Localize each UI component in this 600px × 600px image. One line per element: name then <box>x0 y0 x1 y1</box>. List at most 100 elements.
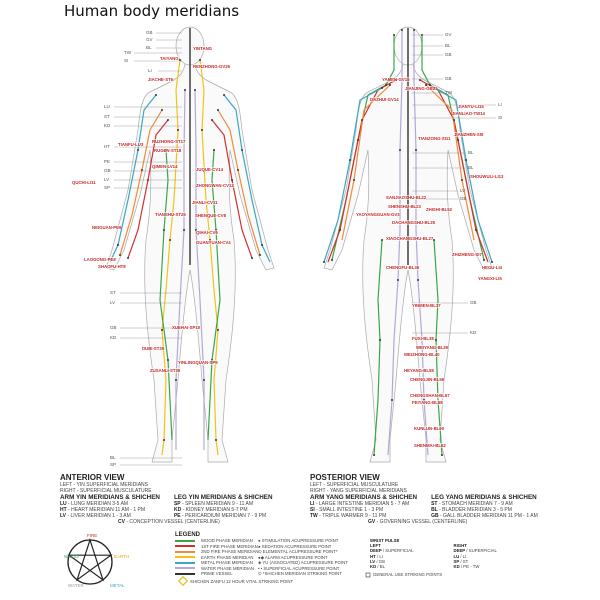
anterior-left-desc: LEFT - YIN SUPERFICIAL MERIDIANS <box>60 482 148 488</box>
legend-swatch <box>175 567 195 570</box>
acupoint <box>491 261 493 263</box>
acupoint-label: GUANYUAN-CV4 <box>196 240 231 245</box>
phase-star <box>67 538 113 582</box>
marker-label: GB <box>470 300 477 305</box>
meridian-row: SP - SPLEEN MERIDIAN 9 - 11 AM <box>173 501 254 507</box>
meridian-row: LU - LUNG MERIDIAN 3-5 AM <box>60 501 129 507</box>
marker-label: LI <box>498 102 502 107</box>
acupoint <box>435 339 437 341</box>
posterior-title: POSTERIOR VIEW <box>310 473 380 482</box>
acupoint <box>141 169 143 171</box>
acupoint-label: FUXI-BL38 <box>412 336 434 341</box>
acupoint-label: TIANFU-LU3 <box>118 142 144 147</box>
meridian-line <box>161 59 181 456</box>
acupoint-label: YAOYANGGUAN-GV3 <box>356 212 400 217</box>
acupoint <box>231 179 233 181</box>
phase-wood: WOOD <box>64 554 79 559</box>
acupoint <box>401 29 403 31</box>
acupoint-label: FEIYANG-BL58 <box>412 400 443 405</box>
acupoint <box>357 139 359 141</box>
acupoint-label: JIANLI-CV11 <box>192 200 218 205</box>
meridian-row: GB - GALL BLADDER MERIDIAN 11 PM - 1 AM <box>431 513 538 519</box>
acupoint-label: ZUSANLI-ST36 <box>150 368 181 373</box>
marker-label: SI <box>124 58 129 63</box>
legend-item: EARTH PHASE MERIDIAN <box>175 555 259 561</box>
acupoint <box>213 149 215 151</box>
acupoint-label: YINMEN-BL37 <box>412 303 441 308</box>
acupoint <box>179 59 181 61</box>
marker-label: LV <box>110 300 116 305</box>
acupoint-label: SHENQUE-CV8 <box>195 213 227 218</box>
acupoint <box>261 244 263 246</box>
meridian-line <box>109 94 157 263</box>
acupoint-label: YAMEN-GV15 <box>382 77 410 82</box>
acupoint-label: SHAOFU-HT8 <box>98 264 126 269</box>
anterior-title: ANTERIOR VIEW <box>60 473 125 482</box>
meridian-row: LI - LARGE INTESTINE MERIDIAN 5 - 7 AM <box>310 501 410 507</box>
acupoint-label: XIAOCHANGSHU-BL27 <box>386 236 434 241</box>
acupoint <box>429 84 431 86</box>
acupoint <box>465 159 467 161</box>
symbol-row: ⊙ ELEMENTAL ACUPRESSURE POINT* <box>258 549 338 554</box>
acupoint <box>419 79 421 81</box>
meridian-row: KD - KIDNEY MERIDIAN 5-7 PM <box>173 507 248 513</box>
acupoint <box>117 244 119 246</box>
acupoint <box>217 329 219 331</box>
acupoint <box>397 279 399 281</box>
acupoint-label: RUZHONG-ST17 <box>152 139 186 144</box>
marker-label: GB <box>445 52 452 57</box>
acupoint <box>361 119 363 121</box>
legend-label: PRIME VESSEL <box>201 571 233 577</box>
acupoint-label: RENZHONG-GV26 <box>193 64 231 69</box>
acupoint <box>169 239 171 241</box>
acupoint <box>323 261 325 263</box>
symbol-row: ●◆ ALARM ACUPRESSURE POINT <box>258 554 328 560</box>
acupoint <box>199 59 201 61</box>
acupoint <box>259 254 261 256</box>
acupoint <box>251 257 253 259</box>
acupoint <box>194 89 196 91</box>
marker-label: TW <box>124 50 131 55</box>
marker-label: SP <box>110 462 117 467</box>
acupoint <box>241 149 243 151</box>
acupoint <box>237 169 239 171</box>
meridian-line <box>199 59 219 456</box>
acupoint-label: QIMEN-LV14 <box>152 164 178 169</box>
acupoint <box>184 89 186 91</box>
meridian-line <box>159 149 173 441</box>
legend-label: 2ND FIRE PHASE MERIDIAN <box>201 549 259 555</box>
acupoint <box>457 139 459 141</box>
acupoint <box>373 454 375 456</box>
phase-fire: FIRE <box>87 533 98 538</box>
meridian-line <box>207 149 221 441</box>
acupoint-label: CHENGSHAN-BL57 <box>410 393 450 398</box>
vessel-row: CV - CONCEPTION VESSEL (CENTERLINE) <box>118 519 220 525</box>
acupoint-label: SANJIAOSHU-BL22 <box>386 195 427 200</box>
marker-label: GB <box>110 325 117 330</box>
acupoint <box>217 109 219 111</box>
meridian-row: PE - PERICARDIUM MERIDIAN 7 - 9 PM <box>173 513 267 519</box>
marker-label: GV <box>445 32 452 37</box>
marker-label: BL <box>146 45 152 50</box>
acupoint-label: HEGU-LI4 <box>482 265 503 270</box>
acupoint-label: DUBI-ST35 <box>142 346 165 351</box>
acupoint <box>483 259 485 261</box>
acupoint-label: CHENGFU-BL36 <box>386 265 420 270</box>
legend-label: WOOD PHASE MERIDIAN <box>201 538 253 544</box>
phase-metal: METAL <box>110 583 125 588</box>
vessel-row: GV - GOVERNING VESSEL (CENTERLINE) <box>368 519 468 525</box>
acupoint-label: WEIYANG-BL39 <box>416 345 449 350</box>
legend-swatch <box>175 556 195 559</box>
marker-label: KD <box>110 335 117 340</box>
acupoint-label: SHENSHU-BL23 <box>388 204 421 209</box>
acupoint <box>161 109 163 111</box>
acupoint <box>353 179 355 181</box>
legend-item: 2ND FIRE PHASE MERIDIAN <box>175 549 259 555</box>
legend-swatch <box>175 561 195 564</box>
marker-label: TW <box>445 90 452 95</box>
marker-label: KD <box>104 123 111 128</box>
marker-label: ST <box>104 114 110 119</box>
wrist-right: RIGHT DEEP / SUPERFICIAL LU / LI SP / ST… <box>453 543 497 570</box>
posterior-leg-heading: LEG YANG MERIDIANS & SHICHEN <box>431 494 537 501</box>
acupoint <box>433 239 435 241</box>
